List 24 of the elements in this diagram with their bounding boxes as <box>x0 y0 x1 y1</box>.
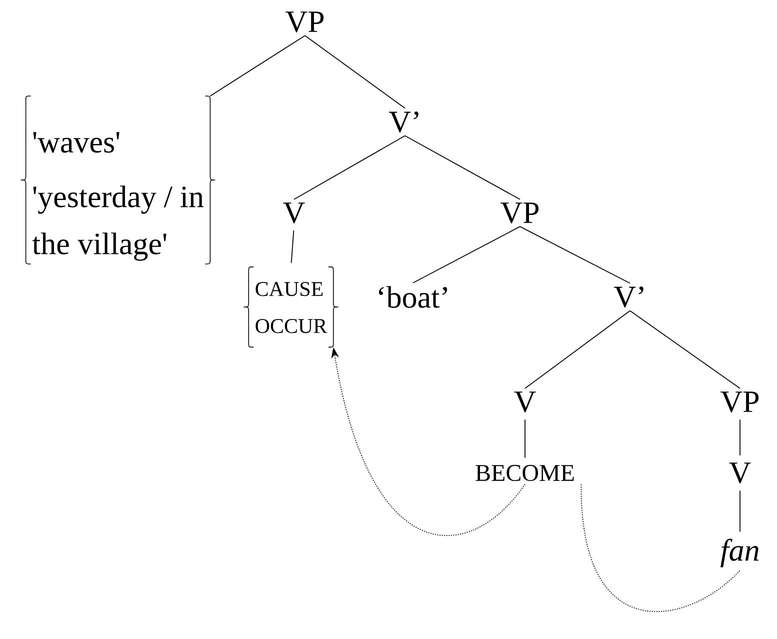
tree-branch <box>304 35 406 109</box>
tree-label: BECOME <box>476 464 574 482</box>
tree-label: ‘boat’ <box>378 286 448 308</box>
word-label: fan <box>720 538 759 568</box>
tree-branch <box>520 226 630 284</box>
tree-label: V <box>514 392 536 412</box>
tree-label: V <box>283 202 305 224</box>
tree-label: V <box>729 462 751 484</box>
tree-branch <box>404 135 520 200</box>
tree-branch <box>290 230 294 264</box>
tree-branch <box>524 310 630 389</box>
tree-label: VP <box>500 202 539 224</box>
tree-branch <box>294 135 406 200</box>
tree-branch <box>412 226 520 284</box>
tree-branch <box>524 419 526 458</box>
braced-list: 'waves' 'yesterday / in the village' <box>20 96 216 264</box>
tree-branch <box>630 310 740 389</box>
tree-label: VP <box>720 392 759 412</box>
tree-label: V’ <box>614 286 644 308</box>
tree-branch <box>210 35 306 96</box>
braced-list: CAUSE OCCUR <box>243 266 339 348</box>
tree-label: VP <box>286 12 324 32</box>
movement-line <box>580 484 740 612</box>
tree-label: V’ <box>389 111 418 133</box>
